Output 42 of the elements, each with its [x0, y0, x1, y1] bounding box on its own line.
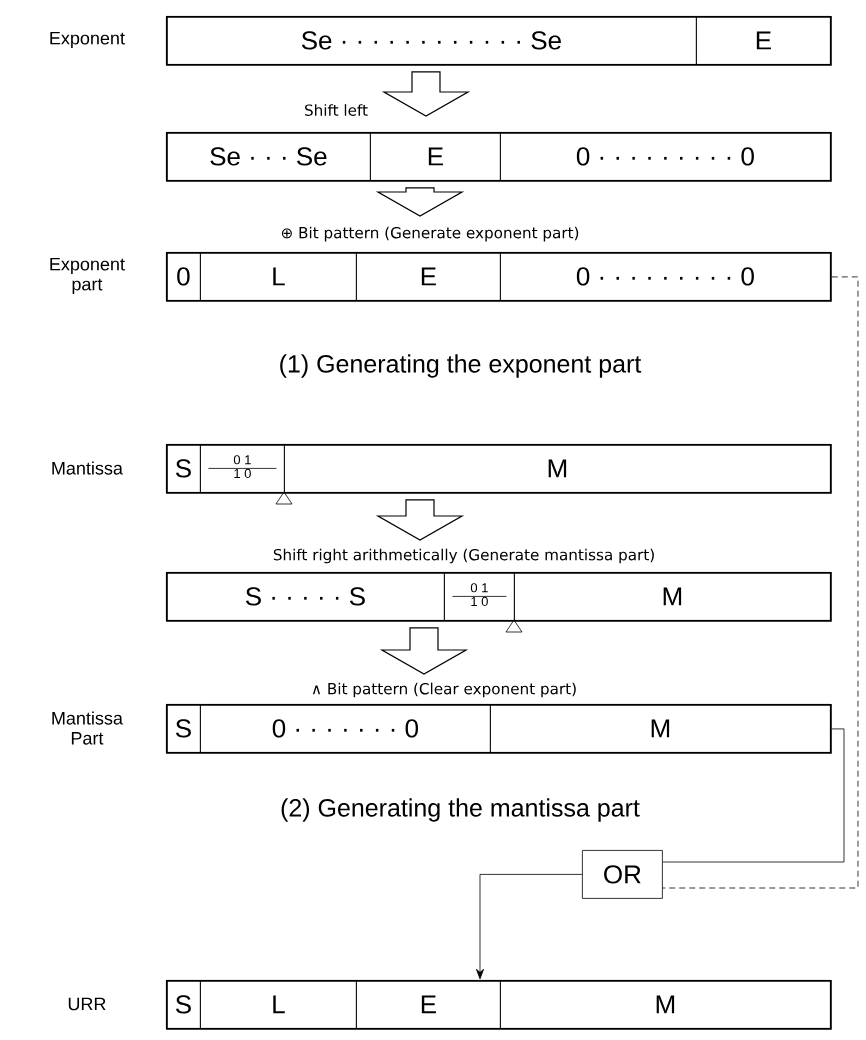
register-box	[166, 980, 832, 1030]
register-cell: M	[500, 980, 831, 1029]
caption: (1) Generating the exponent part	[280, 354, 642, 378]
register-cell: E	[356, 980, 501, 1029]
register-label: URR	[68, 997, 106, 1011]
register-label: Exponent part	[50, 257, 125, 295]
block-arrow	[375, 499, 465, 541]
register-cell: E	[356, 252, 501, 301]
register-cell: L	[200, 980, 357, 1029]
block-arrow	[381, 71, 471, 117]
register-cell: Se · · · · · · · · · · · · Se	[166, 16, 697, 65]
register-cell: M	[490, 704, 831, 753]
register-box	[166, 16, 832, 66]
register-box	[166, 132, 832, 182]
register-box	[166, 704, 832, 754]
register-cell: M	[514, 572, 831, 621]
block-arrow	[379, 627, 469, 675]
register-label: Exponent	[50, 31, 125, 49]
caption: (2) Generating the mantissa part	[281, 798, 640, 822]
register-label: Mantissa	[52, 461, 123, 475]
register-cell: M	[284, 444, 831, 493]
register-cell: L	[200, 252, 357, 301]
arrow	[476, 874, 583, 980]
connector-line	[662, 728, 845, 863]
register-label: Mantissa Part	[52, 711, 123, 745]
connector-line	[662, 276, 859, 889]
register-cell: S · · · · · S	[166, 572, 445, 621]
register-cell: S	[166, 444, 201, 493]
register-cell: E	[370, 132, 501, 181]
register-cell: 0 · · · · · · · 0	[200, 704, 491, 753]
register-cell: S	[166, 980, 201, 1029]
block-arrow	[375, 187, 465, 217]
register-box	[166, 252, 832, 302]
register-box	[166, 444, 832, 494]
register-cell: 0 · · · · · · · · · 0	[500, 132, 831, 181]
register-cell: 0 · · · · · · · · · 0	[500, 252, 831, 301]
register-cell: Se · · · Se	[166, 132, 371, 181]
register-box	[166, 572, 832, 622]
register-cell: S	[166, 704, 201, 753]
or-gate-box: OR	[582, 850, 663, 899]
register-cell: E	[696, 16, 831, 65]
register-cell: 0	[166, 252, 201, 301]
